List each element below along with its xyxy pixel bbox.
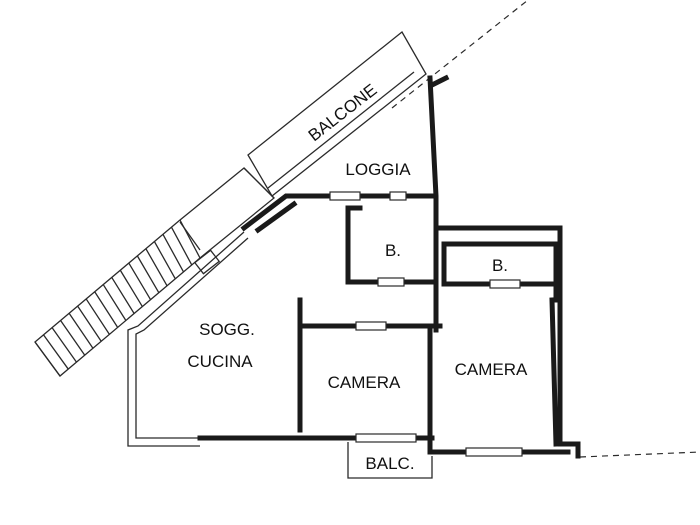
windows	[329, 191, 523, 457]
stair-tread	[68, 312, 94, 349]
stair-tread	[77, 305, 102, 342]
stair-tread	[94, 291, 119, 328]
stair-tread	[43, 334, 69, 370]
room-labels: BALCONE LOGGIA B. B. SOGG. CUCINA CAMERA…	[187, 80, 528, 473]
stair-tread	[170, 226, 193, 266]
label-soggiorno: SOGG.	[199, 320, 255, 339]
stair-tread	[128, 262, 152, 300]
label-cucina: CUCINA	[187, 352, 253, 371]
stair-tread	[162, 234, 185, 273]
lower-balcony-outline	[347, 442, 433, 479]
staircase	[34, 167, 275, 377]
stair-tread	[145, 248, 168, 287]
stair-tread	[60, 320, 86, 356]
stair-tread	[85, 298, 110, 335]
dashed-extension-lines	[391, 0, 700, 458]
stair-tread	[119, 269, 143, 307]
stair-tread	[51, 327, 78, 363]
stair-tread	[136, 255, 160, 294]
balcony-outline	[247, 31, 427, 197]
label-loggia: LOGGIA	[345, 160, 411, 179]
label-camera-1: CAMERA	[328, 373, 401, 392]
label-bagno-2: B.	[492, 256, 508, 275]
stair-tread	[102, 284, 127, 321]
label-balcone: BALCONE	[305, 80, 381, 145]
walls	[197, 74, 581, 459]
label-bagno-1: B.	[385, 241, 401, 260]
label-balc: BALC.	[365, 454, 414, 473]
stair-tread	[34, 341, 61, 377]
stair-tread	[111, 277, 135, 314]
terrace-outline	[127, 231, 249, 447]
stair-tread	[153, 241, 176, 280]
label-camera-2: CAMERA	[455, 360, 528, 379]
